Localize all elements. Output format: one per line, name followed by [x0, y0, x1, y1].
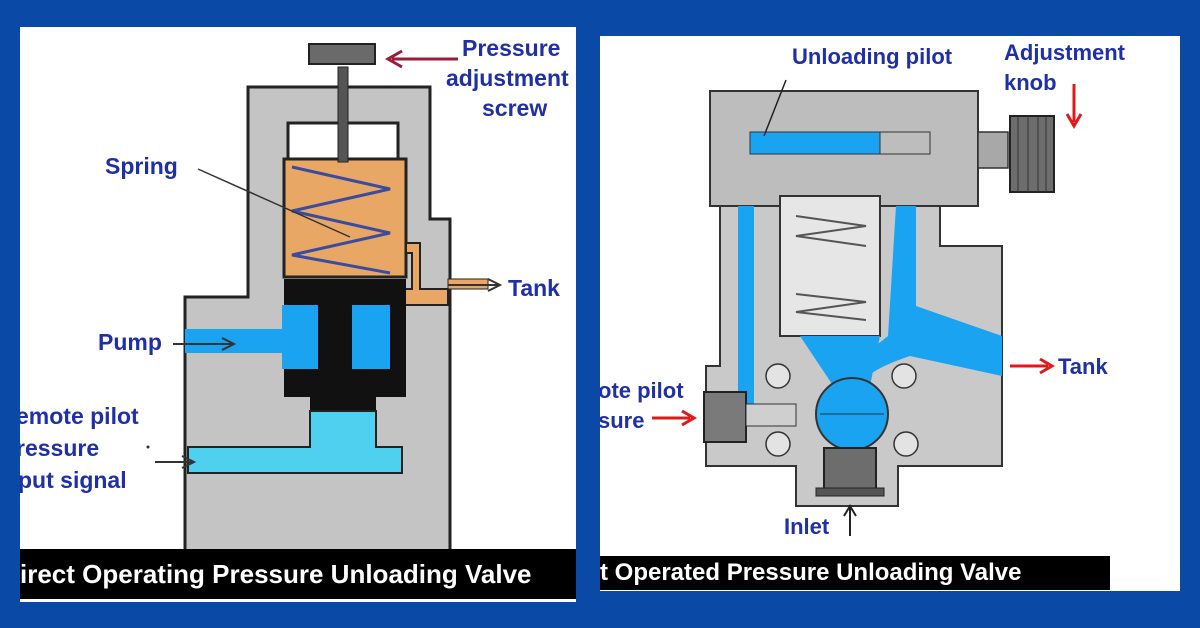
remote-label-line1: ote pilot — [600, 378, 684, 403]
spring-chamber — [282, 157, 408, 279]
right-caption: t Operated Pressure Unloading Valve — [600, 556, 1110, 590]
unloading-pilot-label: Unloading pilot — [792, 44, 953, 69]
pressure-label-line1: Pressure — [462, 35, 561, 61]
pilot-valve-panel: Unloading pilot Adjustment knob Tank ote… — [600, 36, 1180, 591]
pilot-valve-diagram — [652, 79, 1083, 536]
remote-label-line2: sure — [600, 408, 645, 433]
inlet-plug — [823, 447, 877, 493]
knob — [1009, 115, 1055, 193]
tank-passage — [850, 206, 1002, 376]
screw-head — [308, 43, 376, 65]
pump-port-right — [352, 305, 390, 369]
knob-stem — [977, 131, 1009, 169]
spring-label: Spring — [105, 153, 178, 179]
remote-label-line1: emote pilot — [20, 403, 139, 429]
left-caption: irect Operating Pressure Unloading Valve — [20, 549, 576, 599]
left-passage — [738, 206, 754, 406]
remote-port — [703, 391, 747, 443]
adjustment-label-line2: knob — [1004, 70, 1057, 95]
direct-valve-diagram — [146, 43, 503, 589]
remote-label-line3: put signal — [20, 467, 127, 493]
tank-label: Tank — [508, 275, 560, 301]
pilot-channel — [187, 410, 403, 474]
inlet-label: Inlet — [784, 514, 830, 539]
pump-port-left — [282, 305, 318, 369]
adjustment-label-line1: Adjustment — [1004, 40, 1125, 65]
pressure-label-line3: screw — [482, 95, 548, 121]
pump-label: Pump — [98, 329, 162, 355]
screw-stem — [337, 66, 349, 163]
tank-label: Tank — [1058, 354, 1108, 379]
spring-coil — [291, 165, 391, 275]
pump-inlet-channel — [185, 329, 284, 353]
direct-valve-panel: Pressure adjustment screw Spring Tank Pu… — [20, 27, 576, 602]
remote-label-line2: ressure — [20, 435, 100, 461]
pressure-label-line2: adjustment — [446, 65, 569, 91]
